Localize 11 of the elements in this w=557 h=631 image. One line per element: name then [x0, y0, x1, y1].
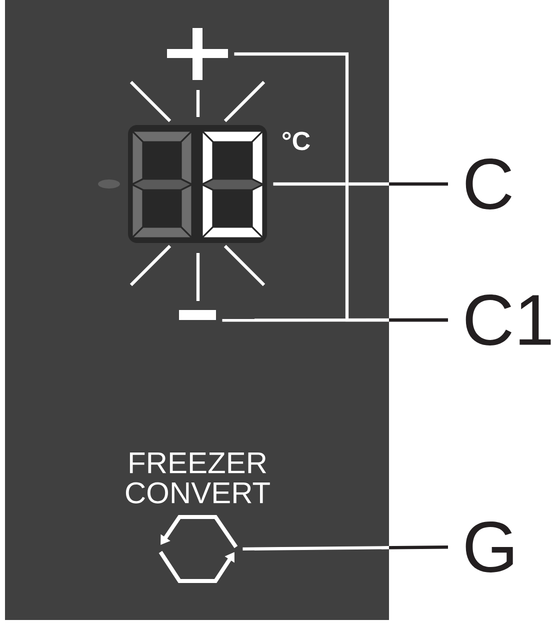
- plus-sign: [167, 28, 228, 80]
- callout-label: G: [466, 522, 513, 572]
- control-panel: [5, 0, 389, 620]
- button-caption: FREEZER CONVERT: [126, 452, 270, 504]
- callout-label: C: [466, 158, 512, 210]
- unit-label: °C: [282, 132, 310, 150]
- minus-sign: [179, 310, 216, 320]
- leader-line: [242, 546, 448, 551]
- callout-label: C1: [466, 294, 551, 346]
- leader-line: [273, 182, 448, 186]
- leader-line: [222, 318, 448, 322]
